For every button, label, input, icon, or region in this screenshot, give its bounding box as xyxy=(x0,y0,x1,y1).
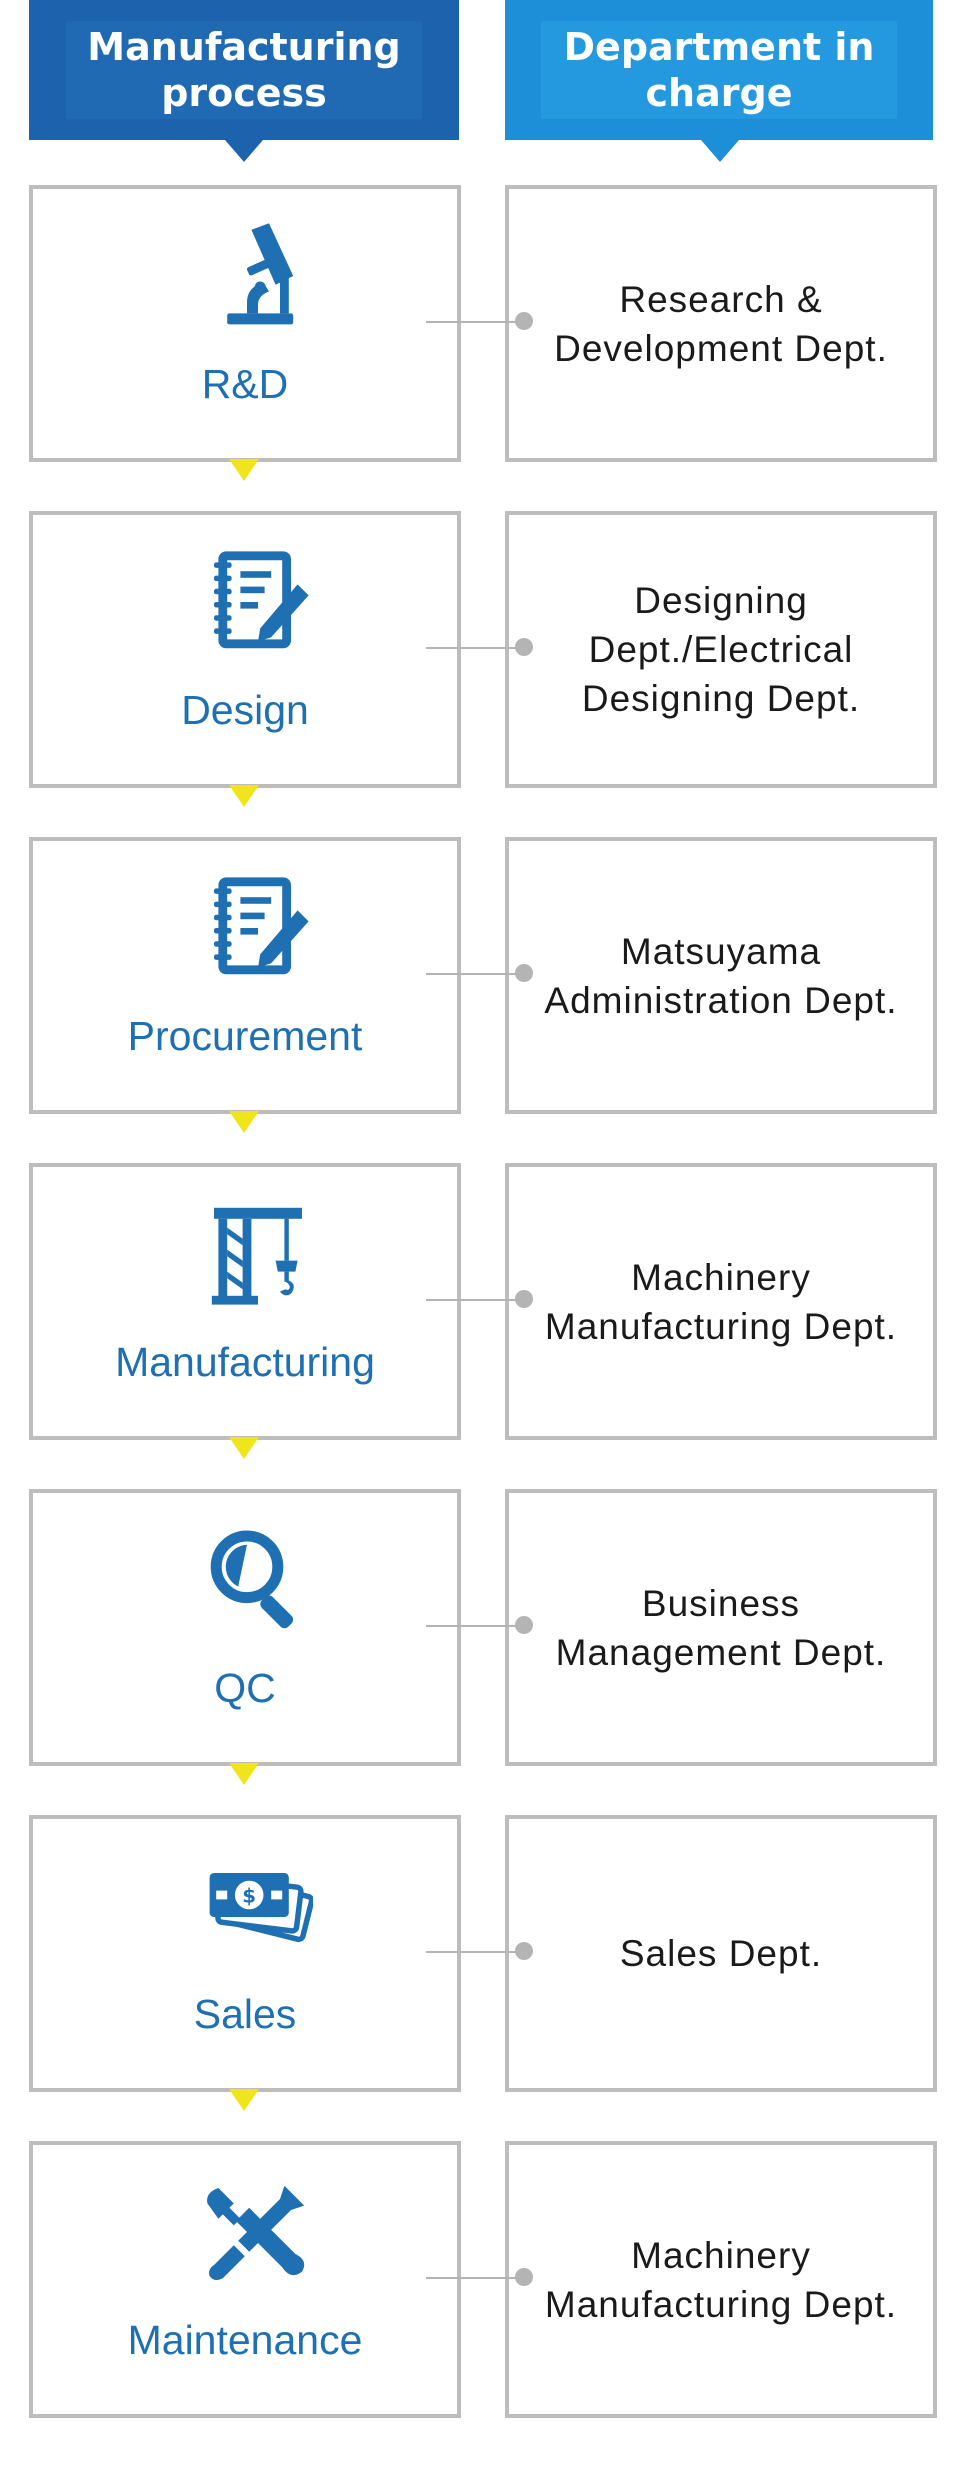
connector-dot xyxy=(515,2268,533,2286)
flow-arrow-down-icon xyxy=(229,459,259,481)
department-box: Designing Dept./Electrical Designing Dep… xyxy=(505,511,937,788)
header-process-label: Manufacturing process xyxy=(87,25,401,115)
department-box: Matsuyama Administration Dept. xyxy=(505,837,937,1114)
header-department: Department in charge xyxy=(505,0,933,140)
connector-line xyxy=(426,1625,523,1627)
connector-line xyxy=(426,2277,523,2279)
department-label: Sales Dept. xyxy=(619,1933,823,1974)
process-box: Sales xyxy=(29,1815,461,2092)
department-label: Machinery Manufacturing Dept. xyxy=(544,1256,898,1347)
process-label: Sales xyxy=(193,1991,297,2037)
connector-dot xyxy=(515,638,533,656)
flow-arrow-down-icon xyxy=(229,1111,259,1133)
step-row: Sales Sales Dept. xyxy=(0,1815,961,2092)
process-box: QC xyxy=(29,1489,461,1766)
department-box: Machinery Manufacturing Dept. xyxy=(505,1163,937,1440)
header-department-panel: Department in charge xyxy=(541,21,897,119)
department-box: Sales Dept. xyxy=(505,1815,937,2092)
money-icon xyxy=(203,1851,313,1961)
connector-line xyxy=(426,1299,523,1301)
process-label: Design xyxy=(181,687,309,733)
process-label: R&D xyxy=(201,361,289,407)
connector-line xyxy=(426,973,523,975)
microscope-icon xyxy=(203,221,313,331)
step-row: Design Designing Dept./Electrical Designi… xyxy=(0,511,961,788)
process-label: Manufacturing xyxy=(115,1339,375,1385)
flow-arrow-down-icon xyxy=(229,1763,259,1785)
process-box: R&D xyxy=(29,185,461,462)
header-process: Manufacturing process xyxy=(29,0,459,140)
department-label: Business Management Dept. xyxy=(555,1582,887,1673)
notepad-pencil-icon xyxy=(203,873,313,983)
process-box: Manufacturing xyxy=(29,1163,461,1440)
header-process-arrow xyxy=(225,140,263,162)
magnifier-icon xyxy=(203,1525,313,1635)
crane-icon xyxy=(203,1199,313,1309)
flow-arrow-down-icon xyxy=(229,1437,259,1459)
notepad-pencil-icon xyxy=(203,547,313,657)
process-label: Procurement xyxy=(127,1013,363,1059)
flow-arrow-down-icon xyxy=(229,2089,259,2111)
connector-dot xyxy=(515,964,533,982)
step-row: Manufacturing Machinery Manufacturing Dep… xyxy=(0,1163,961,1440)
connector-dot xyxy=(515,312,533,330)
process-label: QC xyxy=(214,1665,276,1711)
connector-line xyxy=(426,647,523,649)
step-row: QC Business Management Dept. xyxy=(0,1489,961,1766)
connector-dot xyxy=(515,1616,533,1634)
department-box: Machinery Manufacturing Dept. xyxy=(505,2141,937,2418)
step-row: Procurement Matsuyama Administration Dept… xyxy=(0,837,961,1114)
process-box: Procurement xyxy=(29,837,461,1114)
connector-dot xyxy=(515,1942,533,1960)
flow-arrow-down-icon xyxy=(229,785,259,807)
step-row: R&D Research & Development Dept. xyxy=(0,185,961,462)
department-box: Business Management Dept. xyxy=(505,1489,937,1766)
department-box: Research & Development Dept. xyxy=(505,185,937,462)
connector-dot xyxy=(515,1290,533,1308)
connector-line xyxy=(426,1951,523,1953)
process-box: Design xyxy=(29,511,461,788)
department-label: Research & Development Dept. xyxy=(554,278,888,369)
header-department-arrow xyxy=(701,140,739,162)
department-label: Matsuyama Administration Dept. xyxy=(544,930,898,1021)
wrench-screwdriver-icon xyxy=(203,2177,313,2287)
process-box: Maintenance xyxy=(29,2141,461,2418)
header-process-panel: Manufacturing process xyxy=(66,21,422,119)
connector-line xyxy=(426,321,523,323)
process-label: Maintenance xyxy=(127,2317,363,2363)
header-department-label: Department in charge xyxy=(563,25,875,115)
department-label: Designing Dept./Electrical Designing Dep… xyxy=(581,580,861,719)
step-row: Maintenance Machinery Manufacturing Dept. xyxy=(0,2141,961,2418)
department-label: Machinery Manufacturing Dept. xyxy=(544,2234,898,2325)
